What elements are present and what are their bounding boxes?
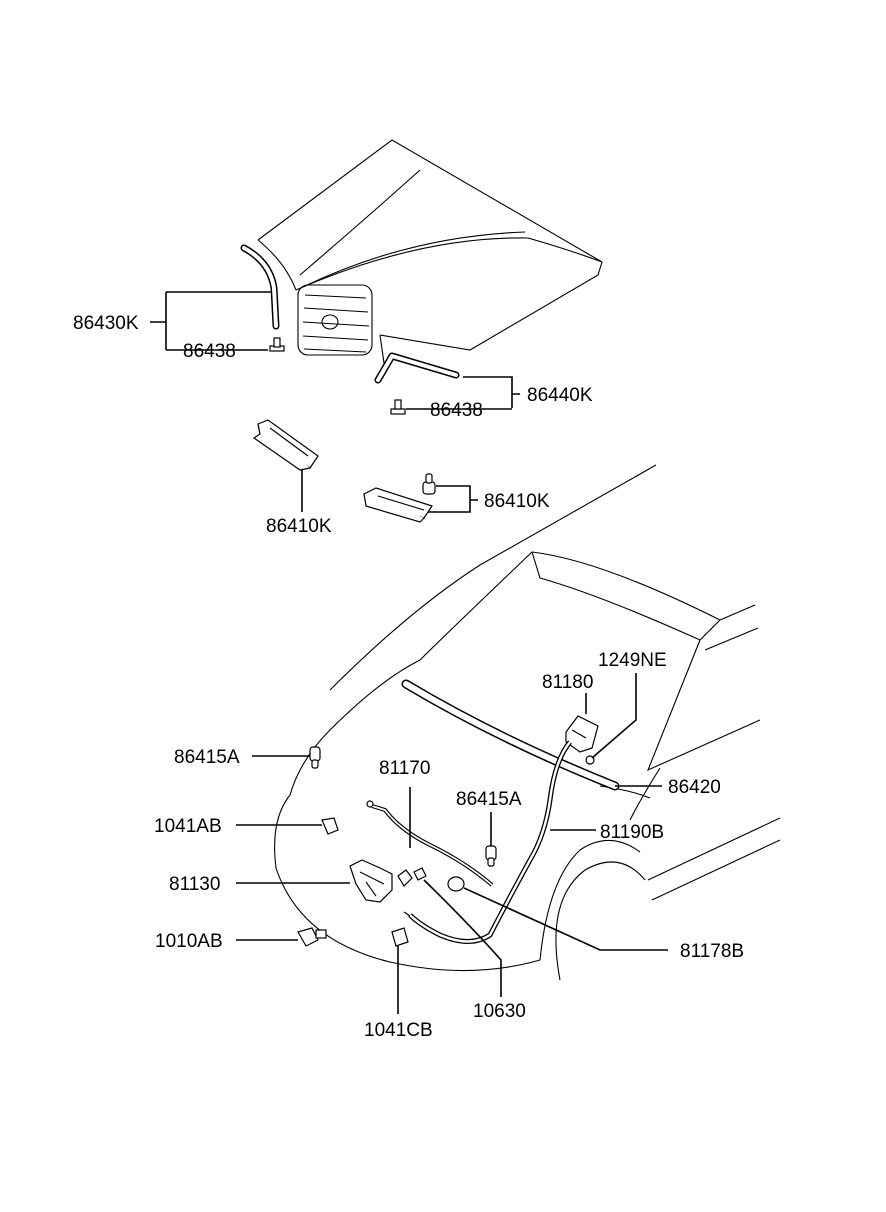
weatherstrip-right xyxy=(374,352,460,384)
label-81178B: 81178B xyxy=(680,941,744,962)
hood-stay-rod-81170 xyxy=(366,800,494,887)
label-86440K: 86440K xyxy=(527,385,593,406)
label-86410K-left: 86410K xyxy=(266,516,332,537)
insulator-pad-left xyxy=(252,419,319,471)
cable-end-10630 xyxy=(413,867,427,881)
label-81170: 81170 xyxy=(379,758,430,779)
label-86415A-left: 86415A xyxy=(174,747,240,768)
cowl-seal-86420 xyxy=(401,679,620,791)
label-86415A-mid: 86415A xyxy=(456,789,522,810)
release-cable-81190B xyxy=(403,740,572,944)
bumper-81178B xyxy=(447,876,465,892)
release-lever-81180 xyxy=(565,715,599,765)
hood-panel-drawing xyxy=(257,139,603,371)
label-86410K-right: 86410K xyxy=(484,491,550,512)
pad-clip-86410K xyxy=(422,473,436,495)
label-1041CB: 1041CB xyxy=(364,1020,433,1041)
hood-latch-81130 xyxy=(349,859,413,903)
grommet-86415A-mid xyxy=(485,845,497,867)
grommet-86415A-left xyxy=(309,746,321,769)
label-81190B: 81190B xyxy=(600,822,664,843)
label-86430K: 86430K xyxy=(73,313,139,334)
label-1041AB: 1041AB xyxy=(154,816,222,837)
label-81130: 81130 xyxy=(169,874,220,895)
insulator-pad-right xyxy=(363,487,433,523)
label-1249NE: 1249NE xyxy=(598,650,667,671)
weatherstrip-left xyxy=(240,244,280,330)
label-86420: 86420 xyxy=(668,777,721,798)
label-1010AB: 1010AB xyxy=(155,931,223,952)
clip-1041AB xyxy=(321,817,339,835)
clip-86438-right xyxy=(390,399,406,415)
label-81180: 81180 xyxy=(542,672,593,693)
clip-86438-left xyxy=(269,337,285,352)
clip-1041CB xyxy=(391,927,409,947)
label-86438-right: 86438 xyxy=(430,400,483,421)
label-86438-left: 86438 xyxy=(183,341,236,362)
car-front-drawing xyxy=(274,464,781,981)
label-10630: 10630 xyxy=(473,1001,526,1022)
bolt-1010AB xyxy=(297,927,327,947)
